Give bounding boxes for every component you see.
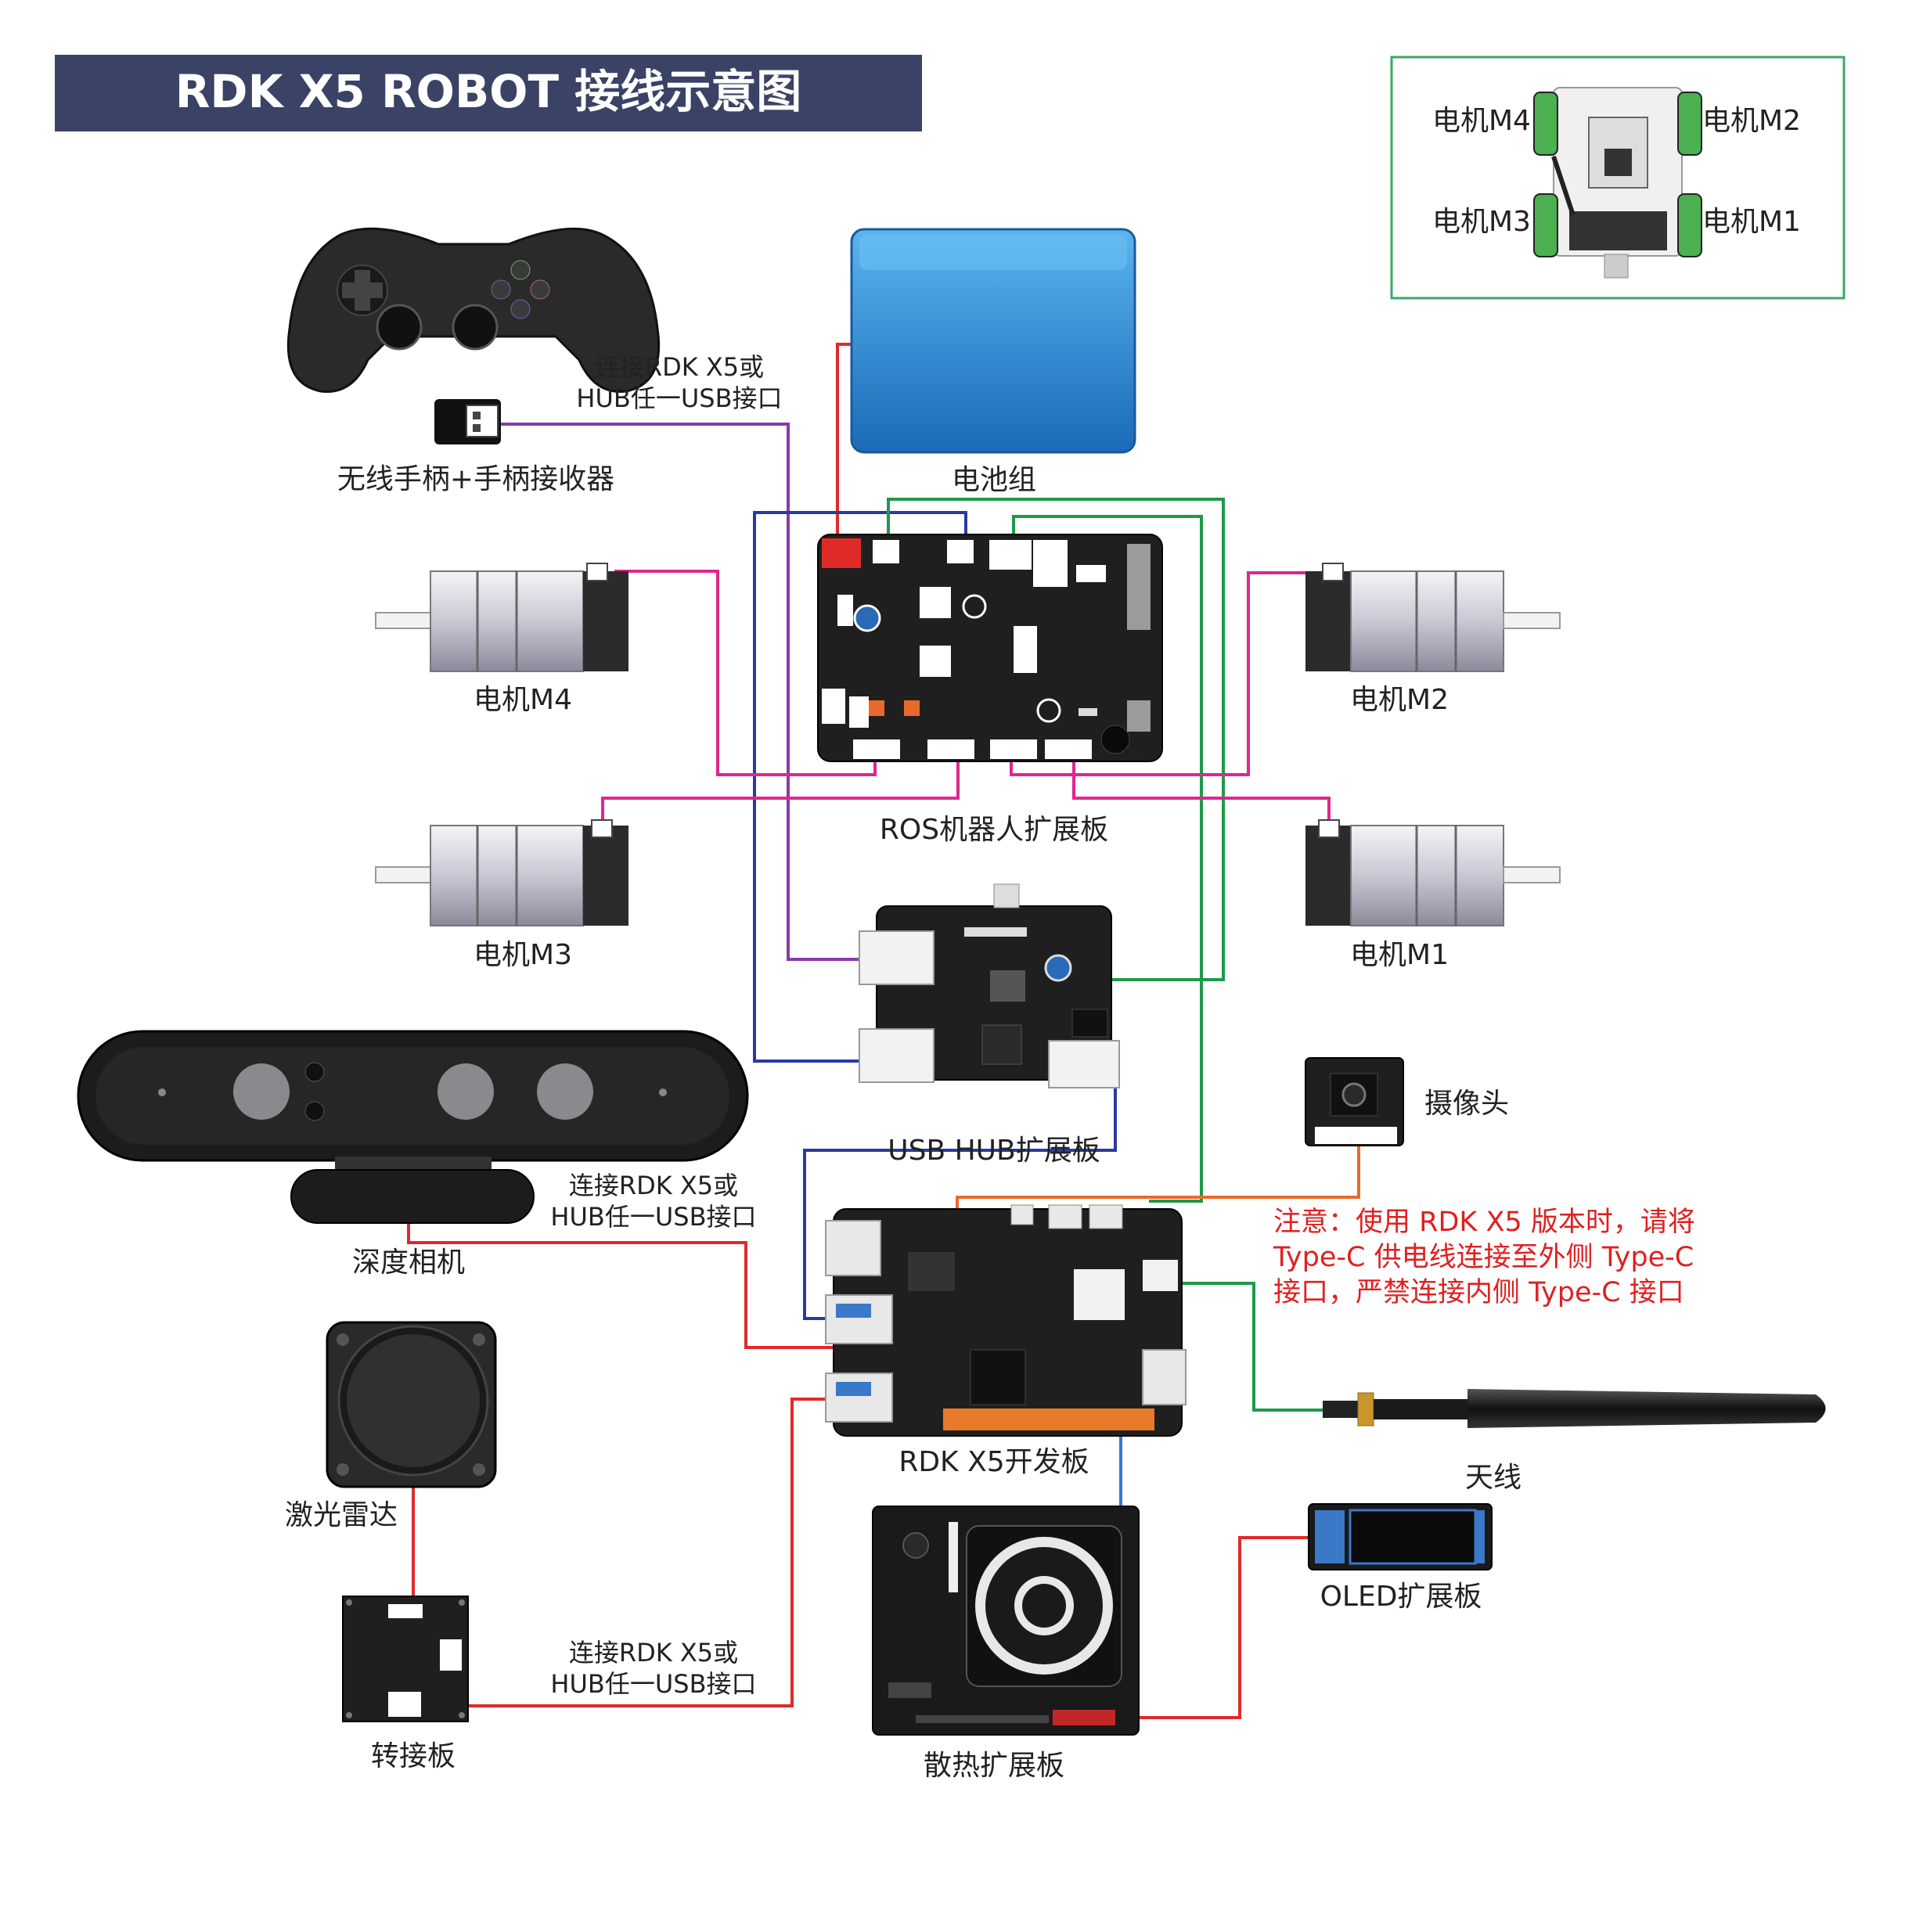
rdk-board-image [825,1204,1187,1437]
wire-gamepad-usb [501,423,867,961]
wire-battery-power [836,343,853,548]
note-depth-line2: HUB任一USB接口 [550,1202,756,1232]
label-gamepad: 无线手柄+手柄接收器 [337,463,614,495]
inset-label-m2: 电机M2 [1702,105,1801,137]
label-lidar: 激光雷达 [285,1499,398,1531]
wire-depth-camera [407,1222,859,1349]
label-oled: OLED扩展板 [1320,1581,1482,1613]
label-rdk-board: RDK X5开发板 [898,1446,1089,1478]
label-motor-m2: 电机M2 [1350,684,1449,716]
note-gamepad-line1: 连接RDK X5或 [595,352,764,382]
wire-ros-green-a [887,498,1225,981]
depth-camera-image [77,1030,749,1224]
battery-image [850,228,1136,454]
label-camera: 摄像头 [1424,1088,1509,1120]
wire-motor-m1 [1072,743,1331,826]
motor-m3-image [375,819,628,926]
inset-label-m4: 电机M4 [1432,105,1531,137]
motor-m1-image [1305,819,1561,926]
motor-m2-image [1305,563,1561,672]
adapter-image [342,1596,469,1722]
label-motor-m1: 电机M1 [1350,939,1449,971]
note-depth-line1: 连接RDK X5或 [569,1171,738,1200]
wire-motor-m3 [601,743,960,826]
usb-hub-image [859,883,1120,1088]
wire-motor-m4 [614,570,877,776]
wire-hub-to-rdk [803,1076,1117,1320]
warning-line3: 接口，严禁连接内侧 Type-C 接口 [1273,1277,1684,1308]
warning-line2: Type-C 供电线连接至外侧 Type-C [1273,1242,1694,1273]
oled-image [1308,1503,1493,1570]
inset-label-m3: 电机M3 [1432,206,1531,238]
warning-line1: 注意：使用 RDK X5 版本时，请将 [1273,1207,1695,1238]
wires [407,343,1360,1719]
inset-label-m1: 电机M1 [1702,206,1801,238]
motor-m4-image [375,563,628,672]
wire-motor-m2 [1010,571,1331,776]
note-adapter-line1: 连接RDK X5或 [569,1638,738,1668]
cooling-board-image [872,1506,1140,1736]
label-motor-m4: 电机M4 [474,684,572,716]
label-depth-camera: 深度相机 [352,1247,465,1279]
label-battery: 电池组 [952,464,1036,496]
note-gamepad-line2: HUB任一USB接口 [576,383,782,413]
label-motor-m3: 电机M3 [474,939,572,971]
label-cooling: 散热扩展板 [924,1750,1064,1782]
note-adapter-line2: HUB任一USB接口 [550,1669,756,1699]
title-banner: RDK X5 ROBOT 接线示意图 [55,55,922,131]
inset-robot-view: 电机M4 电机M2 电机M3 电机M1 [1390,56,1846,300]
label-antenna: 天线 [1465,1462,1521,1494]
antenna-image [1323,1389,1826,1428]
lidar-image [326,1321,497,1488]
ros-board-image [817,534,1163,762]
label-usb-hub: USB HUB扩展板 [888,1135,1100,1167]
label-adapter: 转接板 [371,1740,456,1772]
wire-antenna [1149,1282,1323,1412]
wire-ros-green-b [1012,515,1203,1203]
gamepad-receiver-image [434,399,501,444]
page-title: RDK X5 ROBOT 接线示意图 [175,65,801,118]
robot-topview-image [1533,87,1702,279]
wire-oled [1050,1536,1309,1719]
camera-image [1305,1057,1404,1146]
label-ros-board: ROS机器人扩展板 [880,814,1108,846]
wire-ros-to-hub [753,511,967,1063]
gamepad-image [286,227,661,393]
